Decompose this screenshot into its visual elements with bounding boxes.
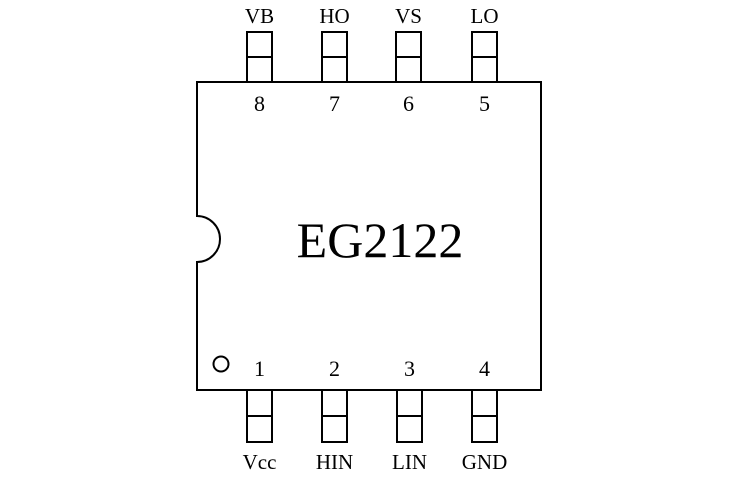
pin-number: 2 bbox=[329, 356, 340, 381]
chip-part-number: EG2122 bbox=[297, 212, 464, 268]
pin-name: VB bbox=[245, 4, 274, 28]
top-pin-5: LO 5 bbox=[471, 4, 499, 116]
pin-name: Vcc bbox=[243, 450, 277, 474]
pin-number: 3 bbox=[404, 356, 415, 381]
top-pin-7: HO 7 bbox=[319, 4, 349, 116]
top-pin-8: VB 8 bbox=[245, 4, 274, 116]
top-pin-6: VS 6 bbox=[395, 4, 422, 116]
pin-number: 6 bbox=[403, 91, 414, 116]
pin-name: LIN bbox=[392, 450, 427, 474]
pin-name: HIN bbox=[316, 450, 353, 474]
bottom-pin-2: 2 HIN bbox=[316, 356, 353, 474]
pin-number: 8 bbox=[254, 91, 265, 116]
pin-name: GND bbox=[462, 450, 508, 474]
pin-number: 4 bbox=[479, 356, 490, 381]
pin-name: VS bbox=[395, 4, 422, 28]
pin-number: 5 bbox=[479, 91, 490, 116]
pin-number: 1 bbox=[254, 356, 265, 381]
pin-name: LO bbox=[471, 4, 499, 28]
chip-body bbox=[196, 81, 542, 391]
bottom-pin-4: 4 GND bbox=[462, 356, 508, 474]
bottom-pin-3: 3 LIN bbox=[392, 356, 427, 474]
pin1-marker-dot bbox=[212, 355, 230, 373]
pin-number: 7 bbox=[329, 91, 340, 116]
pin-name: HO bbox=[319, 4, 349, 28]
bottom-pin-1: 1 Vcc bbox=[243, 356, 277, 474]
